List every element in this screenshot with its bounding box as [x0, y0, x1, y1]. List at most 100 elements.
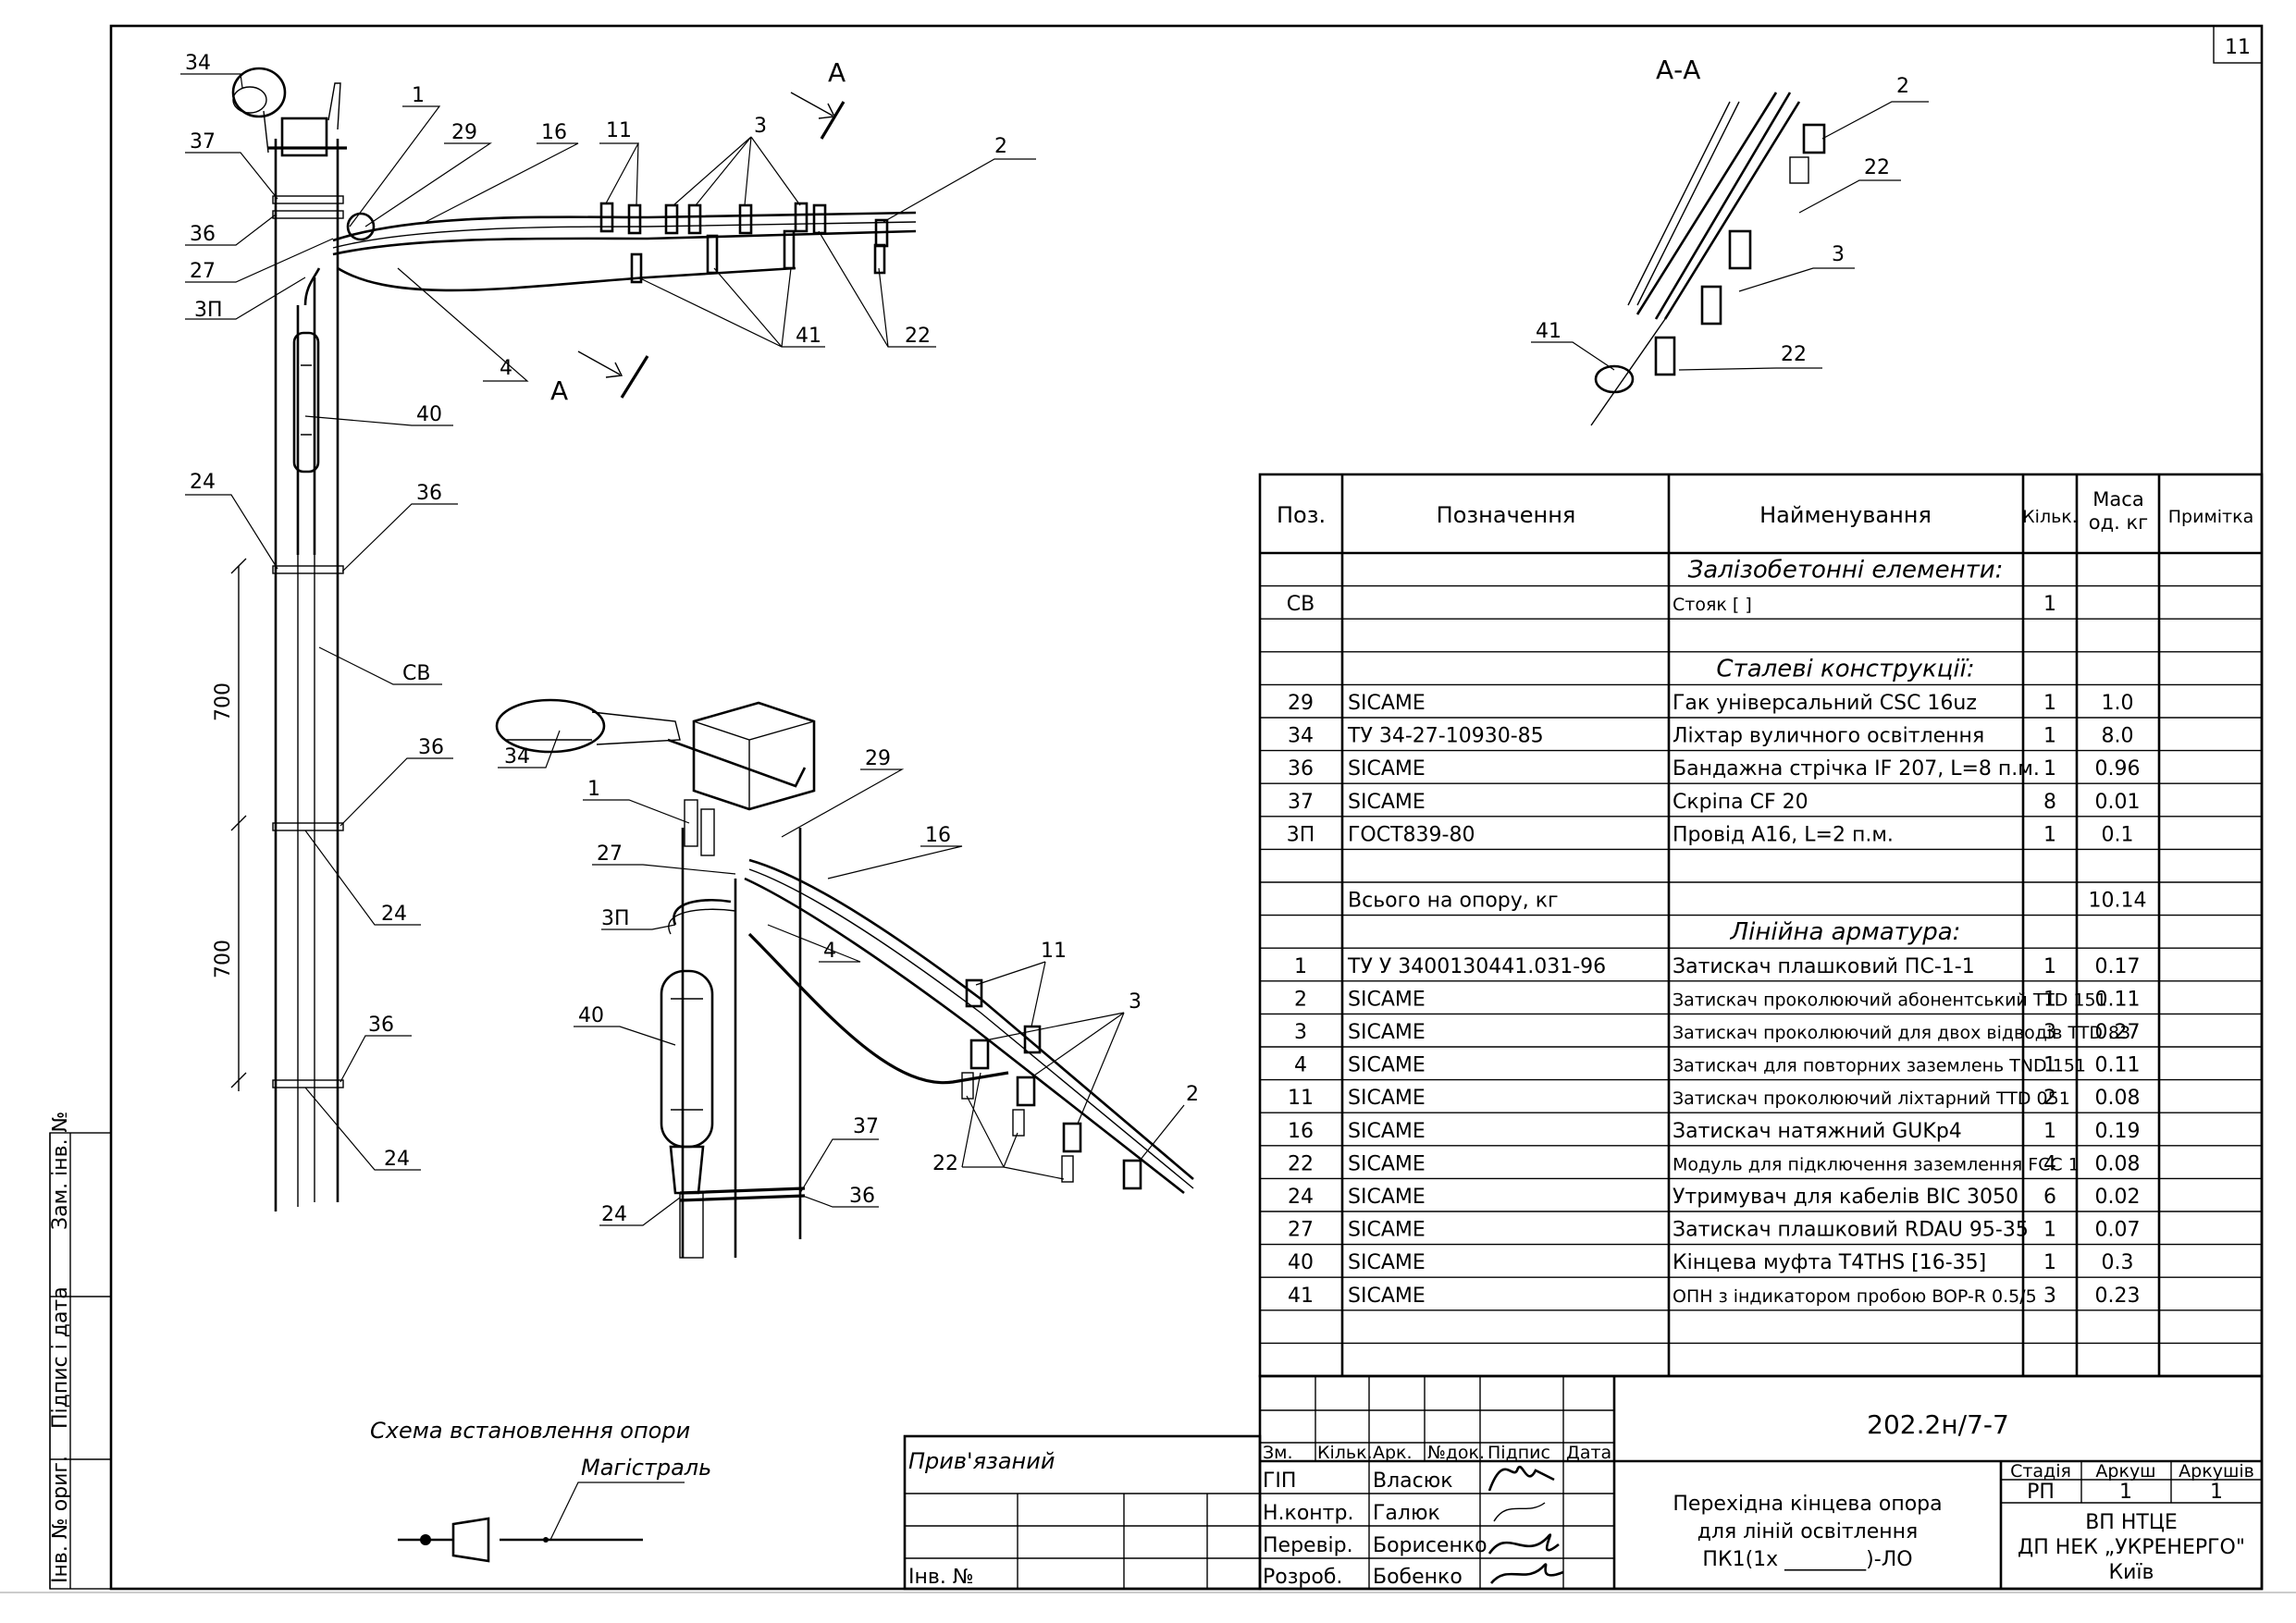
- spec-cell-pos: 2: [1294, 988, 1307, 1011]
- spec-cell-qty: 4: [2043, 1152, 2056, 1175]
- spec-cell-pos: 36: [1288, 757, 1314, 781]
- spec-cell-qty: 1: [2043, 1120, 2056, 1143]
- section-marks: А А: [550, 57, 846, 406]
- spec-cell-qty: 3: [2043, 1021, 2056, 1044]
- spec-cell-qty: 1: [2043, 593, 2056, 616]
- callout-24a: 24: [190, 471, 216, 494]
- iso-lamp-icon: [495, 698, 606, 754]
- tb-col-change: Зм.: [1263, 1443, 1293, 1463]
- spec-cell-qty: 1: [2043, 1054, 2056, 1077]
- spec-cell-mass: 1.0: [2102, 692, 2134, 715]
- spec-cell-code: SICAME: [1348, 988, 1426, 1011]
- spec-cell-name: Скріпа CF 20: [1673, 791, 1808, 814]
- spec-cell-mass: 0.02: [2095, 1186, 2141, 1209]
- tb-name-3: Борисенко: [1373, 1534, 1487, 1557]
- iso-callout-22: 22: [932, 1152, 958, 1175]
- iso-callout-16: 16: [925, 824, 951, 847]
- section-mark-bottom: А: [550, 375, 568, 406]
- spec-cell-mass: 0.19: [2095, 1120, 2141, 1143]
- dim-700-lower: 700: [212, 940, 235, 978]
- spec-cell-pos: 34: [1288, 725, 1314, 748]
- spec-cell-mass: 0.11: [2095, 988, 2141, 1011]
- spec-cell-name: Ліхтар вуличного освітлення: [1673, 725, 1984, 748]
- pole-callouts: 34 37 36 27 3П 1 29 16 11 3 2 4 41 22 40…: [180, 52, 1036, 1171]
- tb-sheets-header: Аркушів: [2179, 1461, 2254, 1482]
- spec-cell-mass: 0.01: [2095, 791, 2141, 814]
- callout-3p: 3П: [194, 299, 223, 322]
- spec-cell-qty: 3: [2043, 1285, 2056, 1308]
- callout-3: 3: [754, 115, 767, 138]
- section-callout-2: 2: [1896, 75, 1909, 98]
- dim-700-upper: 700: [212, 682, 235, 721]
- tb-title-line-3: ПК1(1х ________)-ЛО: [1702, 1548, 1912, 1571]
- signature-scribbles: [1487, 1465, 1564, 1584]
- spec-cell-pos: 22: [1288, 1152, 1314, 1175]
- tb-role-3: Перевір.: [1263, 1534, 1353, 1557]
- spec-section-heading: Залізобетонні елементи:: [1688, 557, 2004, 584]
- iso-callout-36: 36: [849, 1185, 875, 1208]
- spec-cell-code: ТУ У 3400130441.031-96: [1347, 955, 1606, 978]
- spec-cell-name: Бандажна стрічка IF 207, L=8 п.м.: [1673, 757, 2040, 781]
- callout-sv: СВ: [402, 662, 430, 685]
- spec-cell-qty: 1: [2043, 988, 2056, 1011]
- spec-cell-qty: 1: [2043, 1219, 2056, 1242]
- section-mark-top: А: [828, 57, 846, 88]
- spec-cell-pos: 16: [1288, 1120, 1314, 1143]
- binding-label: Прив'язаний: [908, 1448, 1055, 1474]
- tb-col-date: Дата: [1566, 1443, 1611, 1463]
- sheet-number: 11: [2225, 36, 2251, 59]
- tb-org-line-1: ВП НТЦЕ: [2085, 1511, 2178, 1534]
- iso-callout-4: 4: [823, 940, 836, 963]
- spec-cell-code: ГОСТ839-80: [1348, 823, 1475, 846]
- callout-11: 11: [606, 119, 632, 142]
- section-callout-22b: 22: [1781, 343, 1807, 366]
- spec-cell-code: Всього на опору, кг: [1348, 890, 1559, 913]
- spec-cell-name: Утримувач для кабелів BIC 3050: [1673, 1186, 2018, 1209]
- spec-cell-code: SICAME: [1348, 692, 1426, 715]
- callout-29: 29: [451, 121, 477, 144]
- iso-callout-27: 27: [597, 842, 623, 866]
- installation-scheme: Схема встановлення опори Магістраль: [370, 1418, 711, 1563]
- callout-16: 16: [541, 121, 567, 144]
- tb-org-line-2: ДП НЕК „УКРЕНЕРГО": [2018, 1536, 2245, 1559]
- section-callout-3: 3: [1832, 243, 1845, 266]
- sheet-frame: 11: [0, 24, 2296, 1593]
- callout-4: 4: [500, 357, 512, 380]
- tb-col-sign: Підпис: [1487, 1443, 1550, 1463]
- spec-cell-pos: 1: [1294, 955, 1307, 978]
- tb-title-line-1: Перехідна кінцева опора: [1673, 1493, 1942, 1516]
- spec-cell-name: Затискач натяжний GUKp4: [1673, 1120, 1962, 1143]
- spec-cell-pos: 11: [1288, 1087, 1314, 1110]
- section-label: А-А: [1656, 55, 1700, 85]
- spec-cell-code: SICAME: [1348, 1152, 1426, 1175]
- spec-cell-code: SICAME: [1348, 757, 1426, 781]
- spec-header-note: Примітка: [2168, 507, 2254, 527]
- scheme-line-label: Магістраль: [581, 1455, 711, 1481]
- spec-cell-name: Стояк [ ]: [1673, 595, 1752, 615]
- tb-org-line-3: Київ: [2109, 1561, 2154, 1584]
- spec-cell-qty: 2: [2043, 1087, 2056, 1110]
- callout-2: 2: [994, 135, 1007, 158]
- spec-header-mass: Маса од. кг: [2088, 488, 2149, 534]
- spec-cell-qty: 6: [2043, 1186, 2056, 1209]
- spec-cell-pos: 40: [1288, 1251, 1314, 1274]
- callout-40: 40: [416, 403, 442, 426]
- spec-cell-mass: 8.0: [2102, 725, 2134, 748]
- spec-cell-name: Затискач плашковий ПС-1-1: [1673, 955, 1975, 978]
- iso-callouts: 34 1 27 3П 29 16 4 40 11 3 2 22 37 36 24: [498, 730, 1199, 1226]
- spec-cell-code: SICAME: [1348, 1054, 1426, 1077]
- section-callout-2-leader: [1821, 101, 1929, 140]
- tb-sheets-value: 1: [2210, 1481, 2223, 1504]
- callout-36c: 36: [368, 1014, 394, 1037]
- spec-cell-code: SICAME: [1348, 1251, 1426, 1274]
- iso-callout-29: 29: [865, 747, 891, 770]
- iso-callout-3p: 3П: [601, 907, 630, 930]
- spec-cell-mass: 0.23: [2095, 1285, 2141, 1308]
- spec-cell-name: Затискач проколюючий ліхтарний TTD 051: [1673, 1088, 2070, 1109]
- spec-cell-code: SICAME: [1348, 1087, 1426, 1110]
- spec-cell-name: Затискач для повторних заземлень TND 151: [1673, 1056, 2086, 1076]
- spec-cell-mass: 10.14: [2089, 890, 2147, 913]
- scheme-title: Схема встановлення опори: [370, 1418, 690, 1444]
- callout-1: 1: [412, 84, 425, 107]
- spec-cell-code: SICAME: [1348, 1186, 1426, 1209]
